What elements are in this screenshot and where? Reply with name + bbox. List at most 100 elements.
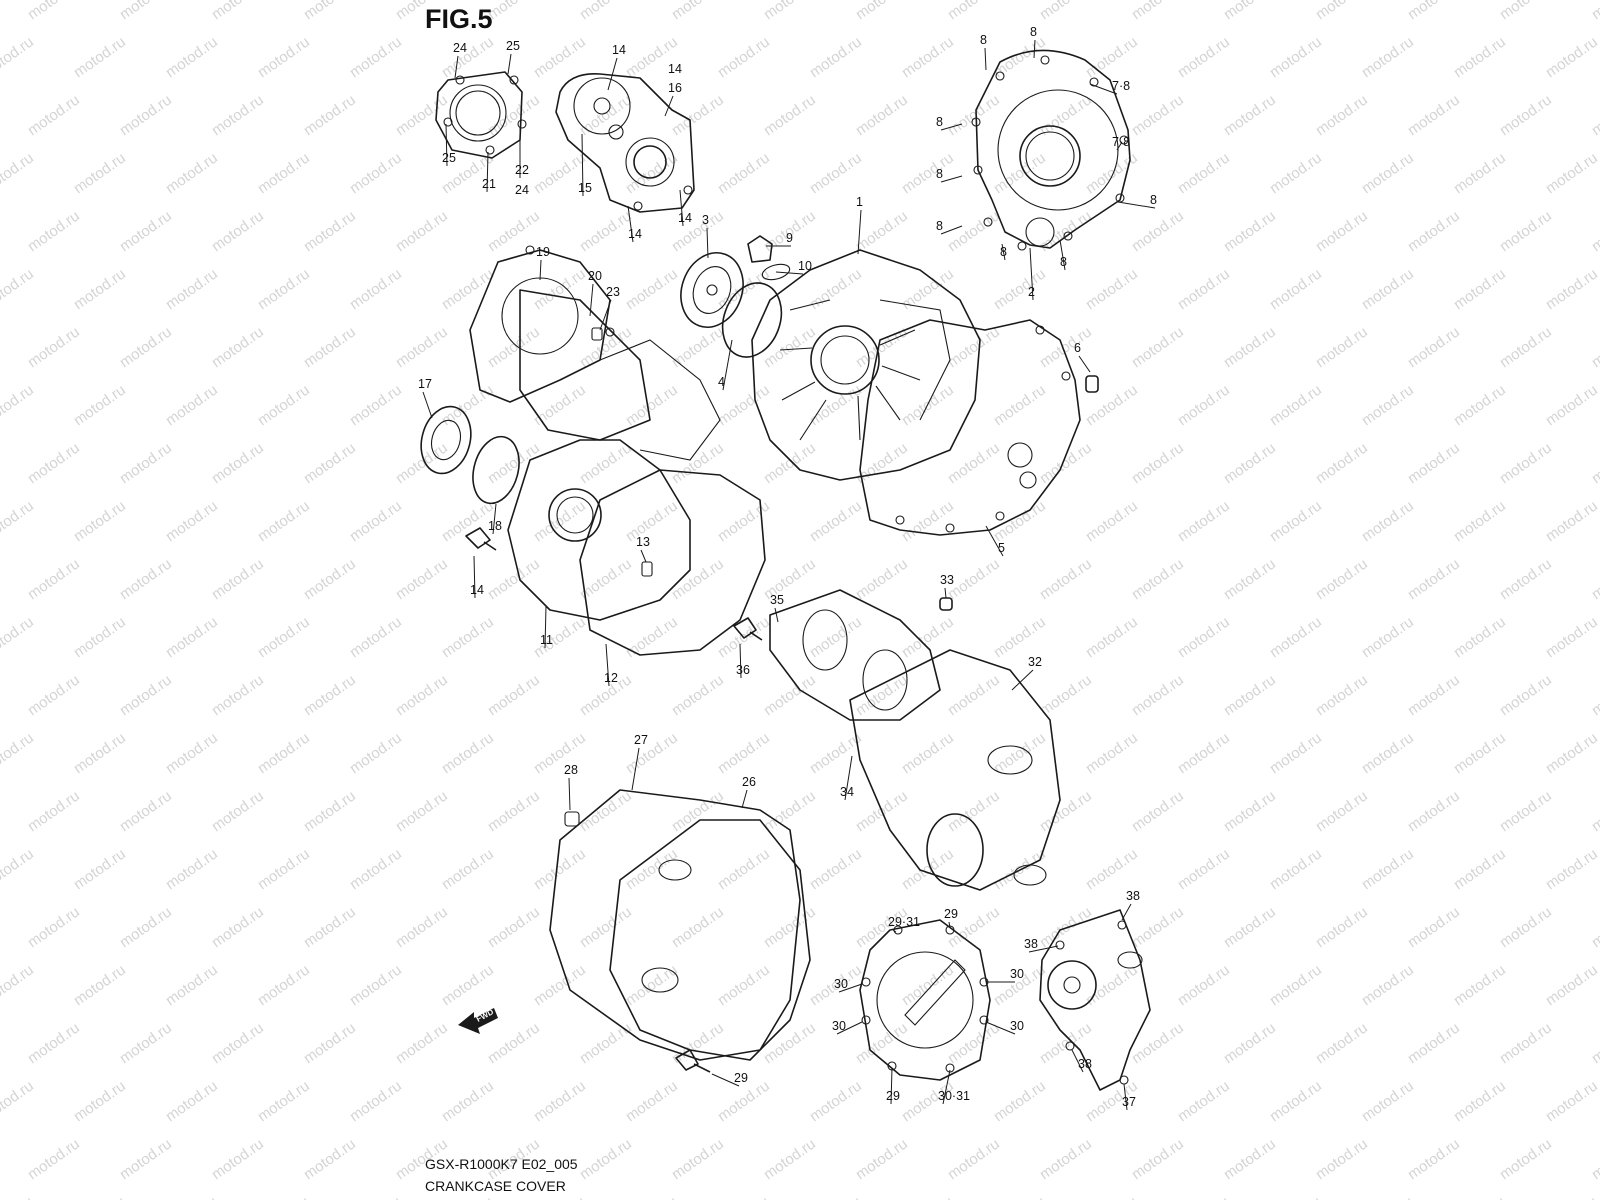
callout-9: 9	[786, 231, 793, 245]
watermark-text: motod.ru	[899, 613, 957, 661]
callout-14: 14	[612, 43, 626, 57]
watermark-text: motod.ru	[807, 265, 865, 313]
watermark-text: motod.ru	[1221, 1019, 1279, 1067]
watermark-text: motod.ru	[1451, 497, 1509, 545]
watermark-text: motod.ru	[1175, 381, 1233, 429]
watermark-text: motod.ru	[1543, 729, 1600, 777]
watermark-text: motod.ru	[1175, 1077, 1233, 1125]
water-pump-cover	[555, 73, 695, 213]
watermark-text: motod.ru	[1589, 787, 1600, 835]
watermark-text: motod.ru	[1129, 323, 1187, 371]
watermark-text: motod.ru	[209, 787, 267, 835]
leader-line	[627, 205, 634, 243]
watermark-text: motod.ru	[1497, 0, 1555, 23]
leader-line	[507, 53, 512, 75]
watermark-text: motod.ru	[1129, 671, 1187, 719]
watermark-text: motod.ru	[347, 265, 405, 313]
callout-7-8: 7·8	[1112, 79, 1130, 93]
watermark-text: motod.ru	[1221, 555, 1279, 603]
watermark-text: motod.ru	[301, 555, 359, 603]
watermark-text: motod.ru	[0, 729, 37, 777]
watermark-text: motod.ru	[807, 613, 865, 661]
watermark-text: motod.ru	[209, 439, 267, 487]
watermark-text: motod.ru	[1589, 0, 1600, 23]
callout-35: 35	[770, 593, 784, 607]
watermark-text: motod.ru	[1175, 33, 1233, 81]
leader-line	[589, 283, 594, 317]
watermark-text: motod.ru	[301, 207, 359, 255]
watermark-text: motod.ru	[669, 1135, 727, 1183]
callout-10: 10	[798, 259, 812, 273]
watermark-text: motod.ru	[577, 1135, 635, 1183]
watermark-text: motod.ru	[439, 1193, 497, 1200]
watermark-text: motod.ru	[1313, 207, 1371, 255]
watermark-text: motod.ru	[485, 0, 543, 23]
generator-cover	[507, 339, 766, 656]
watermark-text: motod.ru	[25, 1135, 83, 1183]
watermark-text: motod.ru	[991, 497, 1049, 545]
callout-27: 27	[634, 733, 648, 747]
watermark-text: motod.ru	[531, 33, 589, 81]
watermark-text: motod.ru	[669, 671, 727, 719]
callout-32: 32	[1028, 655, 1042, 669]
leader-line	[1011, 669, 1034, 691]
bolt-29	[675, 1049, 711, 1073]
watermark-text: motod.ru	[1221, 787, 1279, 835]
watermark-text: motod.ru	[301, 1135, 359, 1183]
watermark-text: motod.ru	[1589, 1019, 1600, 1067]
watermark-text: motod.ru	[1221, 439, 1279, 487]
callout-7-8: 7·8	[1112, 135, 1130, 149]
leader-line	[1117, 201, 1156, 209]
watermark-text: motod.ru	[1543, 381, 1600, 429]
watermark-text: motod.ru	[1451, 1193, 1509, 1200]
watermark-text: motod.ru	[715, 33, 773, 81]
watermark-text: motod.ru	[531, 845, 589, 893]
watermark-text: motod.ru	[761, 903, 819, 951]
watermark-text: motod.ru	[1497, 1019, 1555, 1067]
watermark-text: motod.ru	[1037, 0, 1095, 23]
watermark-text: motod.ru	[1267, 1193, 1325, 1200]
watermark-text: motod.ru	[807, 381, 865, 429]
watermark-text: motod.ru	[255, 33, 313, 81]
watermark-text: motod.ru	[439, 1077, 497, 1125]
watermark-text: motod.ru	[485, 787, 543, 835]
leader-line	[942, 1069, 951, 1105]
watermark-text: motod.ru	[1451, 149, 1509, 197]
watermark-text: motod.ru	[807, 149, 865, 197]
watermark-text: motod.ru	[715, 845, 773, 893]
watermark-text: motod.ru	[301, 903, 359, 951]
watermark-text: motod.ru	[255, 1193, 313, 1200]
watermark-text: motod.ru	[439, 845, 497, 893]
watermark-text: motod.ru	[1083, 33, 1141, 81]
callout-15: 15	[578, 181, 592, 195]
watermark-text: motod.ru	[301, 787, 359, 835]
watermark-text: motod.ru	[853, 671, 911, 719]
watermark-text: motod.ru	[0, 381, 37, 429]
callout-22: 22	[515, 163, 529, 177]
watermark-text: motod.ru	[1451, 729, 1509, 777]
watermark-text: motod.ru	[1359, 265, 1417, 313]
oil-plug-and-rings	[680, 235, 791, 358]
watermark-text: motod.ru	[209, 555, 267, 603]
watermark-text: motod.ru	[163, 381, 221, 429]
watermark-text: motod.ru	[71, 961, 129, 1009]
leader-line	[1059, 239, 1066, 271]
watermark-text: motod.ru	[1129, 903, 1187, 951]
watermark-text: motod.ru	[1313, 0, 1371, 23]
watermark-text: motod.ru	[25, 323, 83, 371]
watermark-text: motod.ru	[761, 787, 819, 835]
callout-4: 4	[718, 375, 725, 389]
callout-8: 8	[1150, 193, 1157, 207]
watermark-text: motod.ru	[163, 729, 221, 777]
watermark-text: motod.ru	[347, 729, 405, 777]
watermark-text: motod.ru	[209, 671, 267, 719]
crankcase-cover-main	[751, 249, 981, 481]
callout-29: 29	[944, 907, 958, 921]
watermark-text: motod.ru	[531, 1193, 589, 1200]
watermark-text: motod.ru	[117, 0, 175, 23]
watermark-text: motod.ru	[1313, 1135, 1371, 1183]
watermark-text: motod.ru	[623, 1193, 681, 1200]
